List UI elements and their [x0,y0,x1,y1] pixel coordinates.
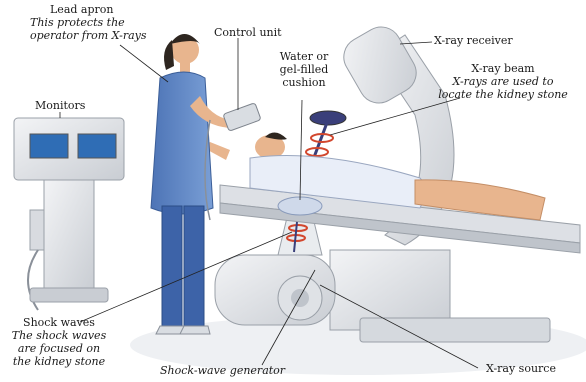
label-water-cushion: Water or gel-filled cushion [270,50,338,89]
monitor-screen-left [30,134,68,158]
monitors-cart [14,118,124,310]
control-unit [223,103,261,132]
table-base [330,250,550,342]
label-control-unit: Control unit [214,26,282,39]
label-xray-source: X-ray source [486,362,556,375]
label-shock-waves: Shock waves The shock waves are focused … [4,316,114,368]
lead-apron [151,72,213,214]
leader-lead-apron [120,45,168,82]
label-shockwave-generator: Shock-wave generator [160,364,285,377]
monitor-screen-right [78,134,116,158]
label-xray-receiver: X-ray receiver [434,34,513,47]
label-lead-apron: Lead apron This protects the operator fr… [30,3,147,42]
label-monitors: Monitors [35,99,85,112]
label-xray-beam: X-ray beam X-rays are used to locate the… [438,62,568,101]
